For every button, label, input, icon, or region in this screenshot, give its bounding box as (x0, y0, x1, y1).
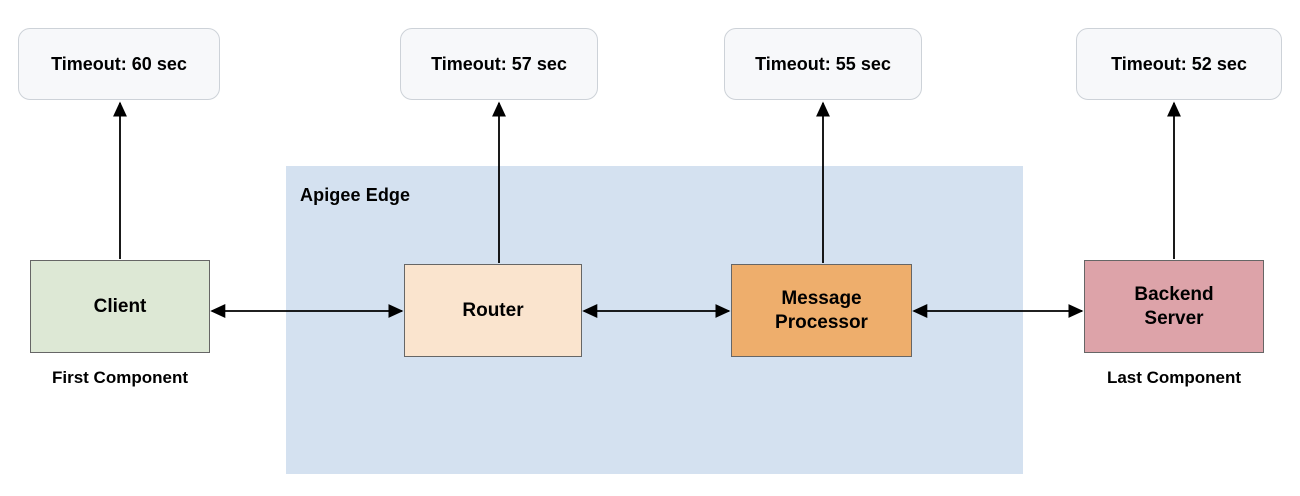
caption-last-component: Last Component (1106, 368, 1242, 387)
apigee-edge-zone (286, 166, 1023, 474)
timeout-box-client: Timeout: 60 sec (18, 28, 220, 100)
timeout-box-backend-server: Timeout: 52 sec (1076, 28, 1282, 100)
node-client: Client (30, 260, 210, 353)
apigee-edge-label: Apigee Edge (300, 185, 411, 205)
node-router: Router (404, 264, 582, 357)
timeout-box-message-processor: Timeout: 55 sec (724, 28, 922, 100)
node-backend-server: Backend Server (1084, 260, 1264, 353)
timeout-box-router: Timeout: 57 sec (400, 28, 598, 100)
caption-first-component: First Component (52, 368, 188, 387)
node-message-processor: Message Processor (731, 264, 912, 357)
